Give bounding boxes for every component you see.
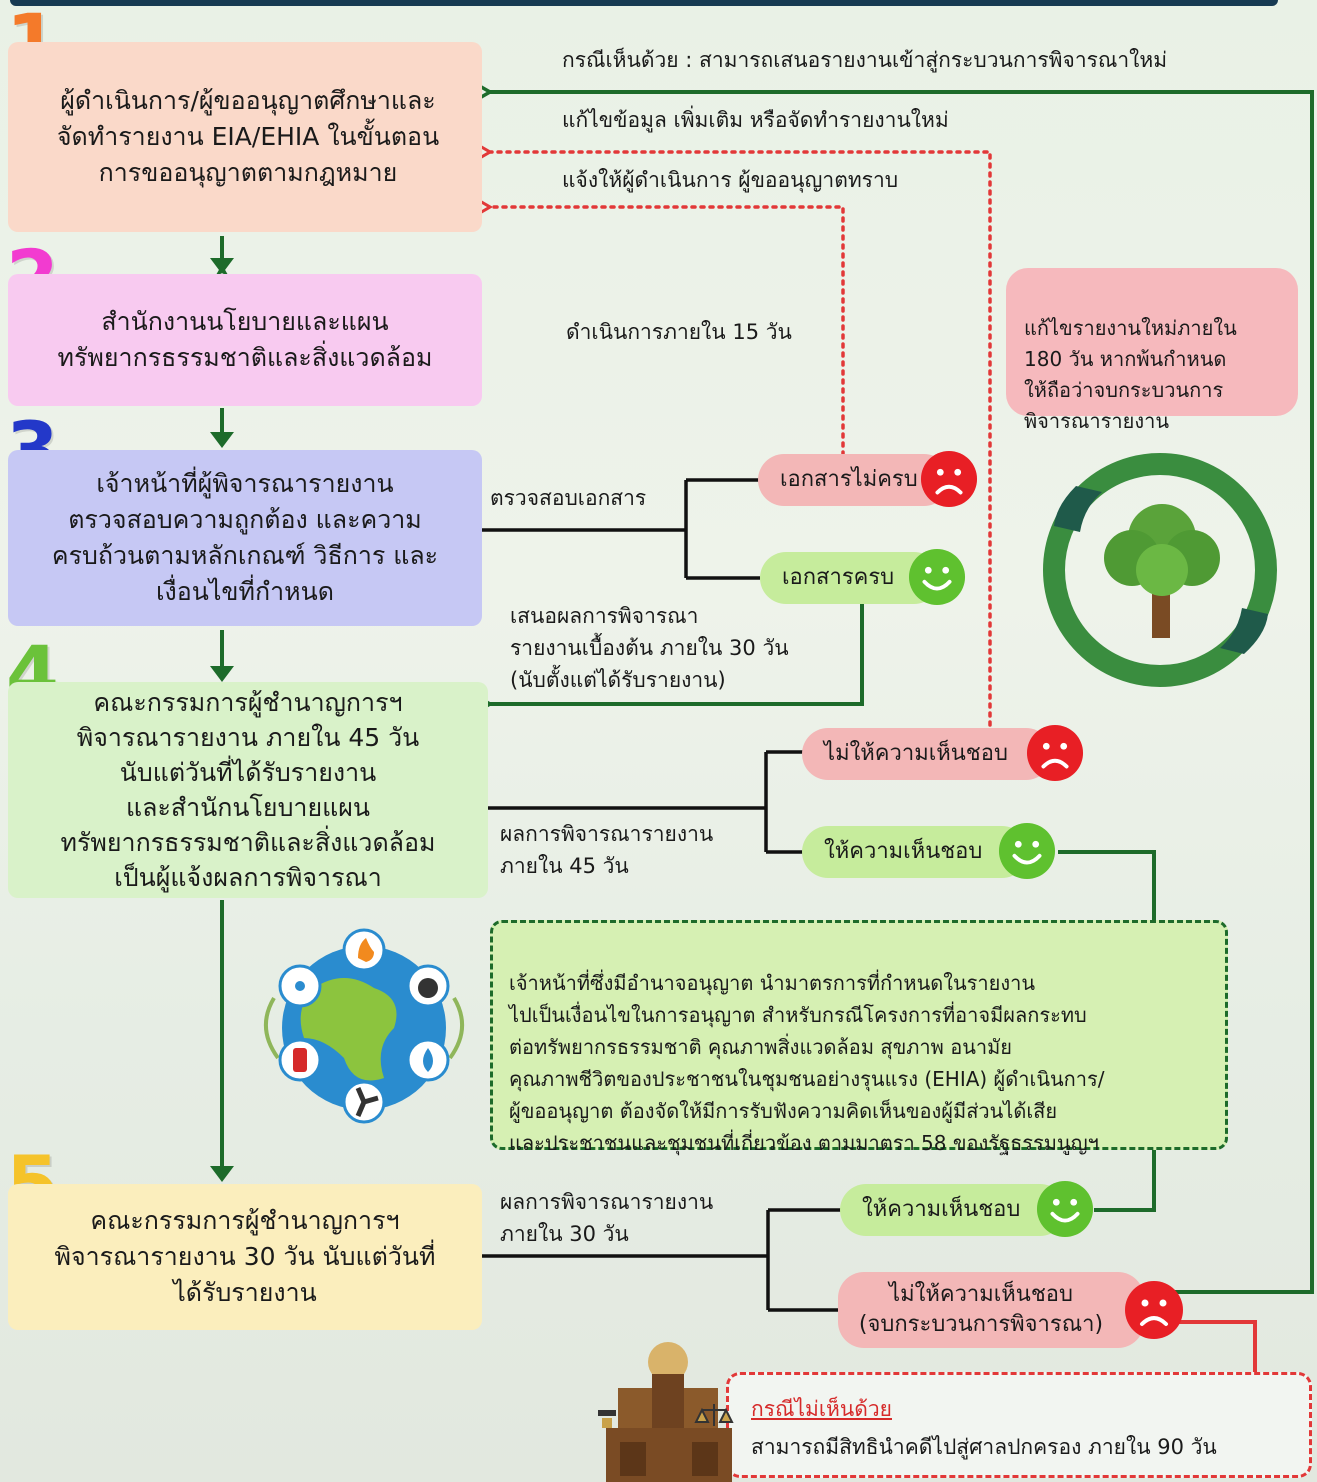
docs-incomplete-label: เอกสารไม่ครบ [780, 467, 918, 492]
sad-face-icon [1026, 724, 1084, 782]
sad-face-icon [1125, 1281, 1183, 1339]
return-loop-line [490, 92, 1314, 1294]
court-title: กรณีไม่เห็นด้วย [751, 1397, 892, 1421]
tree-hands-icon [1043, 453, 1277, 687]
notify-dotted-line [490, 207, 845, 457]
approve4-to-measures-line [1058, 850, 1156, 920]
step-2-text: สำนักงานนโยบายและแผน ทรัพยากรธรรมชาติและ… [57, 307, 433, 372]
happy-face-icon [998, 822, 1056, 880]
agree-case-label: กรณีเห็นด้วย : สามารถเสนอรายงานเข้าสู่กร… [562, 48, 1168, 72]
measures-to-approve5-line [1094, 1150, 1156, 1212]
approve-step4-pill: ให้ความเห็นชอบ [802, 826, 1028, 878]
globe-resources-icon [263, 928, 465, 1124]
docs-complete-label: เอกสารครบ [782, 565, 895, 590]
happy-face-icon [908, 548, 966, 606]
happy-face-icon [1036, 1180, 1094, 1238]
revise-dotted-line [490, 152, 992, 727]
disapprove-step4-pill: ไม่ให้ความเห็นชอบ [802, 728, 1052, 780]
approve-step4-label: ให้ความเห็นชอบ [824, 839, 983, 864]
measures-note: เจ้าหน้าที่ซึ่งมีอำนาจอนุญาต นำมาตรการที… [490, 920, 1228, 1155]
step-1-box: ผู้ดำเนินการ/ผู้ขออนุญาตศึกษาและ จัดทำรา… [8, 42, 482, 232]
docs-incomplete-pill: เอกสารไม่ครบ [758, 454, 950, 506]
step-5-text: คณะกรรมการผู้ชำนาญการฯ พิจารณารายงาน 30 … [54, 1206, 436, 1307]
disapprove-step5-pill: ไม่ให้ความเห็นชอบ (จบกระบวนการพิจารณา) [838, 1272, 1144, 1348]
step-down-arrowheads [210, 258, 234, 1182]
step-3-text: เจ้าหน้าที่ผู้พิจารณารายงาน ตรวจสอบความถ… [51, 469, 439, 606]
disapprove-step5-label: ไม่ให้ความเห็นชอบ (จบกระบวนการพิจารณา) [858, 1282, 1104, 1337]
disapprove-step4-label: ไม่ให้ความเห็นชอบ [824, 741, 1008, 766]
step5-branch-lines [482, 1208, 842, 1312]
top-banner-edge [10, 0, 1278, 6]
result-45-days-label: ผลการพิจารณารายงาน ภายใน 45 วัน [500, 822, 714, 878]
step4-branch-lines [488, 750, 806, 854]
step-4-box: คณะกรรมการผู้ชำนาญการฯ พิจารณารายงาน ภาย… [8, 682, 488, 898]
court-note-box: กรณีไม่เห็นด้วย สามารถมีสิทธินำคดีไปสู่ศ… [726, 1372, 1312, 1478]
notify-label: แจ้งให้ผู้ดำเนินการ ผู้ขออนุญาตทราบ [562, 168, 899, 192]
check-docs-label: ตรวจสอบเอกสาร [490, 486, 647, 510]
within-15-days-label: ดำเนินการภายใน 15 วัน [566, 320, 792, 344]
result-30-days-label: ผลการพิจารณารายงาน ภายใน 30 วัน [500, 1190, 714, 1246]
complete-to-step4-line [490, 590, 864, 704]
revise-180-days-note: แก้ไขรายงานใหม่ภายใน 180 วัน หากพ้นกำหนด… [1006, 268, 1298, 433]
court-red-line [1175, 1320, 1257, 1372]
revise-180-days-text: แก้ไขรายงานใหม่ภายใน 180 วัน หากพ้นกำหนด… [1024, 316, 1237, 433]
court-text: สามารถมีสิทธินำคดีไปสู่ศาลปกครอง ภายใน 9… [751, 1435, 1217, 1459]
sad-face-icon [920, 450, 978, 508]
courthouse-icon [598, 1342, 734, 1482]
approve-step5-pill: ให้ความเห็นชอบ [840, 1184, 1066, 1236]
step-5-box: คณะกรรมการผู้ชำนาญการฯ พิจารณารายงาน 30 … [8, 1184, 482, 1330]
revise-label: แก้ไขข้อมูล เพิ่มเติม หรือจัดทำรายงานใหม… [562, 108, 949, 132]
step-2-box: สำนักงานนโยบายและแผน ทรัพยากรธรรมชาติและ… [8, 274, 482, 406]
step-3-box: เจ้าหน้าที่ผู้พิจารณารายงาน ตรวจสอบความถ… [8, 450, 482, 626]
step3-branch-lines [482, 478, 760, 580]
approve-step5-label: ให้ความเห็นชอบ [862, 1197, 1021, 1222]
propose-30-days-label: เสนอผลการพิจารณา รายงานเบื้องต้น ภายใน 3… [510, 604, 789, 692]
step-4-text: คณะกรรมการผู้ชำนาญการฯ พิจารณารายงาน ภาย… [60, 688, 436, 892]
step-1-text: ผู้ดำเนินการ/ผู้ขออนุญาตศึกษาและ จัดทำรา… [56, 86, 440, 187]
measures-text: เจ้าหน้าที่ซึ่งมีอำนาจอนุญาต นำมาตรการที… [509, 971, 1105, 1155]
